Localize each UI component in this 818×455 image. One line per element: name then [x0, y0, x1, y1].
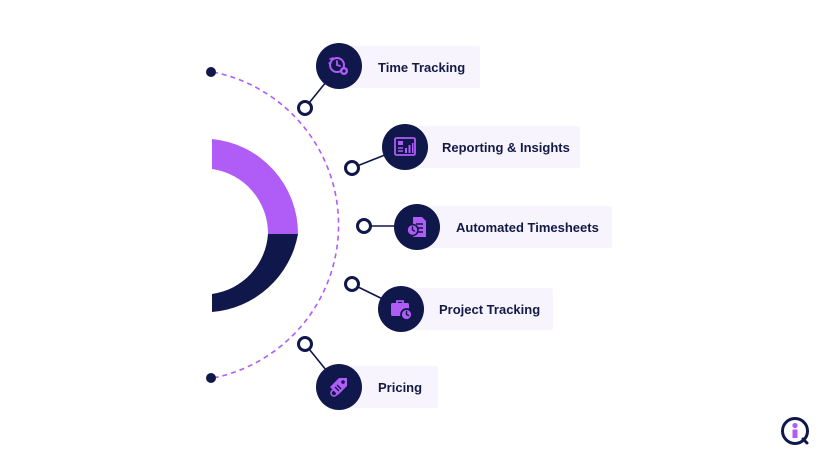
feature-label: Project Tracking [439, 301, 541, 317]
feature-label: Reporting & Insights [442, 139, 570, 155]
feature-label: Time Tracking [378, 59, 466, 75]
feature-card-reporting-insights: Reporting & Insights [404, 126, 580, 168]
arc-node-1 [297, 100, 313, 116]
info-person-logo-icon [781, 417, 809, 445]
feature-label: Automated Timesheets [456, 219, 599, 235]
dashed-arc [212, 71, 340, 379]
arc-node-2 [344, 160, 360, 176]
feature-icon-badge [316, 43, 362, 89]
briefcase-clock-icon [391, 300, 413, 321]
brand-logo [781, 417, 809, 445]
feature-card-time-tracking: Time Tracking [340, 46, 480, 88]
arc-end-dot-top [206, 67, 216, 77]
clock-gear-icon [328, 57, 348, 75]
arc-nodes [297, 100, 372, 352]
feature-icon-badge [316, 364, 362, 410]
half-donut-top-purple [212, 139, 299, 234]
feature-card-automated-timesheets: Automated Timesheets [417, 206, 612, 248]
feature-label: Pricing [378, 379, 423, 395]
feature-icon-badge [378, 286, 424, 332]
price-tag-icon [330, 378, 347, 397]
arc-node-5 [297, 336, 313, 352]
report-dashboard-icon [394, 137, 416, 156]
arc-node-3 [356, 218, 372, 234]
feature-icon-badge [394, 204, 440, 250]
arc-end-dot-bottom [206, 373, 216, 383]
feature-icon-badge [382, 124, 428, 170]
feature-card-project-tracking: Project Tracking [401, 288, 553, 330]
timesheet-clock-icon [406, 217, 426, 237]
arc-node-4 [344, 276, 360, 292]
half-donut-bottom-navy [212, 234, 298, 312]
